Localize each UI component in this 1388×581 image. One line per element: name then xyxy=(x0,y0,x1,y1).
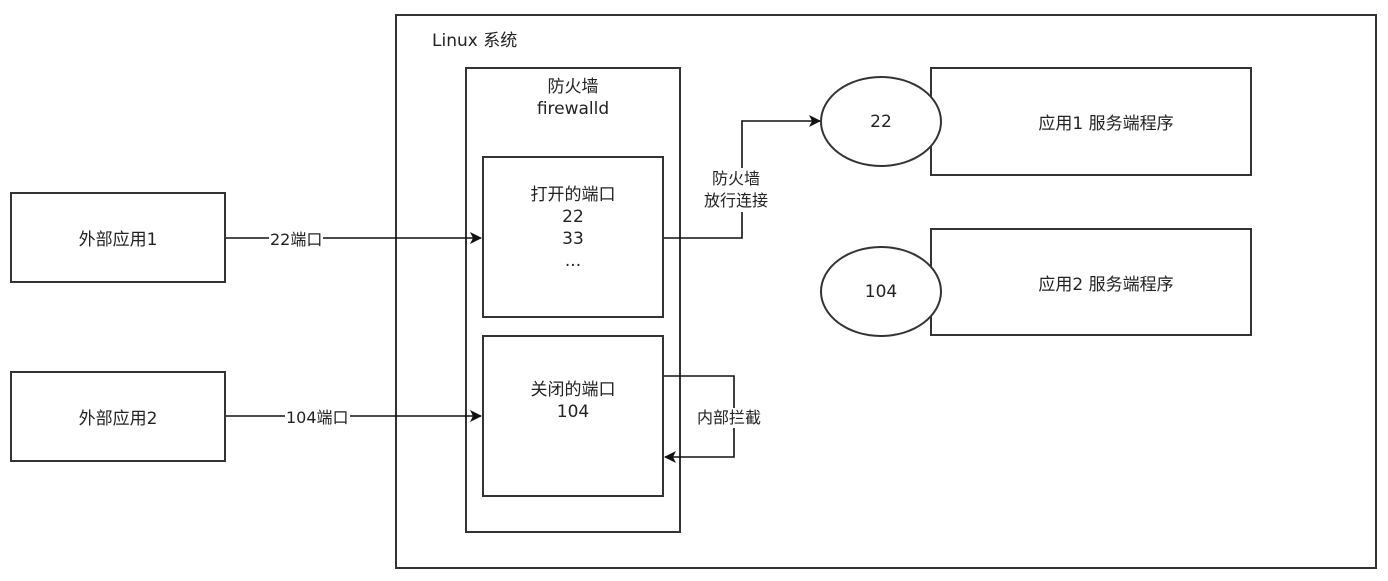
external-app-2: 外部应用2 xyxy=(10,371,226,462)
firewall-title-cn: 防火墙 xyxy=(547,77,599,97)
port-104-ellipse: 104 xyxy=(820,246,942,337)
linux-system-title: Linux 系统 xyxy=(432,31,518,51)
port-22-ellipse: 22 xyxy=(820,76,942,167)
closed-port-item: 104 xyxy=(556,402,590,422)
edge-label-firewall-allow-line1: 防火墙 xyxy=(712,169,761,188)
edge-label-firewall-allow: 防火墙 放行连接 xyxy=(703,168,770,212)
service-2-box: 应用2 服务端程序 xyxy=(930,228,1252,336)
external-app-1: 外部应用1 xyxy=(10,192,226,283)
edge-label-22-port: 22端口 xyxy=(269,230,324,250)
edge-label-104-port: 104端口 xyxy=(285,408,350,428)
open-ports-box: 打开的端口 22 33 ... xyxy=(482,156,664,318)
open-port-item: 33 xyxy=(562,229,584,249)
open-port-item: ... xyxy=(564,251,582,271)
service-1-label: 应用1 服务端程序 xyxy=(1038,114,1174,134)
open-port-item: 22 xyxy=(562,207,584,227)
closed-ports-title: 关闭的端口 xyxy=(530,380,616,400)
firewall-title: 防火墙 firewalld xyxy=(465,76,681,120)
external-app-2-label: 外部应用2 xyxy=(78,409,158,429)
edge-label-firewall-allow-line2: 放行连接 xyxy=(704,191,769,210)
edge-label-internal-block: 内部拦截 xyxy=(696,408,763,428)
port-104-label: 104 xyxy=(864,281,898,302)
service-1-box: 应用1 服务端程序 xyxy=(930,67,1252,176)
closed-ports-box: 关闭的端口 104 xyxy=(482,335,664,497)
service-2-label: 应用2 服务端程序 xyxy=(1038,274,1174,295)
open-ports-title: 打开的端口 xyxy=(530,185,616,205)
external-app-1-label: 外部应用1 xyxy=(78,230,158,250)
firewall-title-en: firewalld xyxy=(536,99,610,119)
port-22-label: 22 xyxy=(870,111,892,132)
